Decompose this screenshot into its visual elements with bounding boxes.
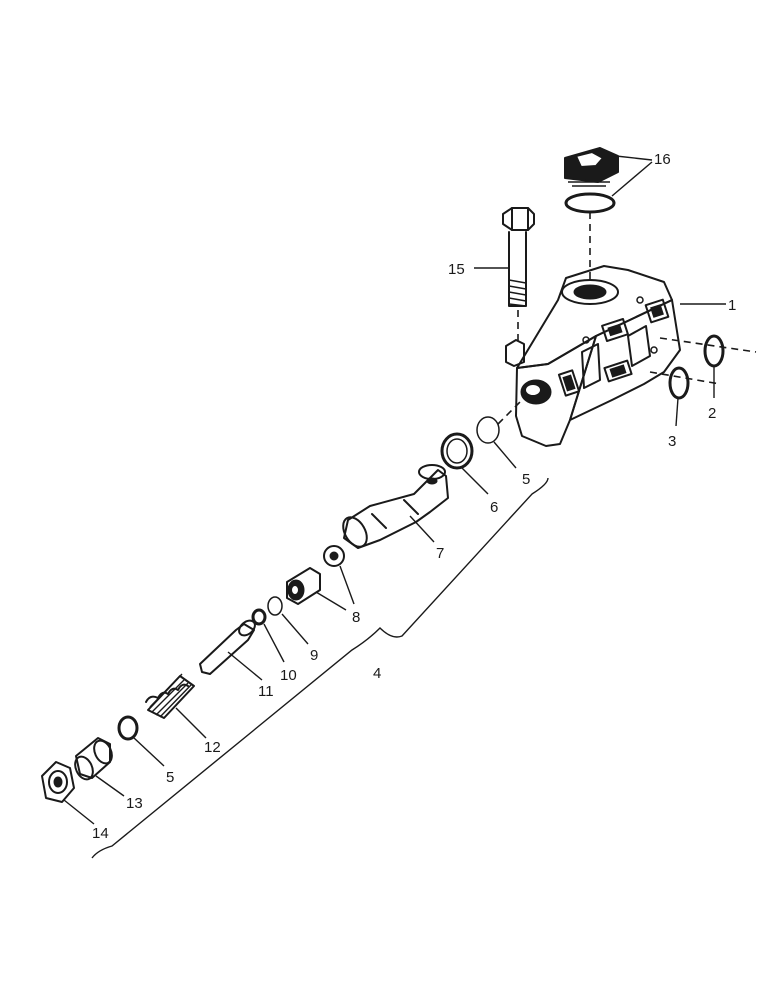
- callout-7: 7: [436, 545, 444, 562]
- callout-8: 8: [352, 609, 360, 626]
- callout-3: 3: [668, 433, 676, 450]
- centerlines: [497, 212, 757, 425]
- callout-11: 11: [258, 683, 274, 700]
- hex-nut-icon: [41, 761, 75, 803]
- small-o-ring-icon: [251, 608, 267, 626]
- callout-2: 2: [708, 405, 716, 422]
- callout-14: 14: [92, 825, 109, 842]
- callout-10: 10: [280, 667, 297, 684]
- callout-5-top: 5: [522, 471, 530, 488]
- callout-9: 9: [310, 647, 318, 664]
- spool-sleeve-icon: [342, 464, 449, 549]
- leader-lines: [63, 155, 726, 825]
- o-ring-icon: [476, 416, 500, 444]
- callout-1: 1: [728, 297, 736, 314]
- callout-12: 12: [204, 739, 221, 756]
- group-bracket: [91, 477, 549, 859]
- poppet-icon: [286, 545, 345, 605]
- seal-ring-icon: [440, 432, 474, 470]
- callout-5-bottom: 5: [166, 769, 174, 786]
- callout-16: 16: [654, 151, 671, 168]
- callout-4: 4: [373, 665, 381, 682]
- spring-icon: [145, 673, 195, 719]
- o-ring-icon: [668, 366, 690, 400]
- o-ring-icon: [703, 334, 725, 368]
- small-o-ring-icon: [267, 596, 283, 616]
- callout-13: 13: [126, 795, 143, 812]
- valve-body-icon: [505, 265, 681, 447]
- cap-icon: [74, 737, 113, 781]
- o-ring-icon: [117, 715, 139, 741]
- plunger-pin-icon: [199, 619, 256, 675]
- tie-bolt-icon: [502, 207, 535, 307]
- callout-6: 6: [490, 499, 498, 516]
- o-ring-icon: [564, 192, 616, 214]
- plug-icon: [564, 147, 619, 187]
- callout-15: 15: [448, 261, 465, 278]
